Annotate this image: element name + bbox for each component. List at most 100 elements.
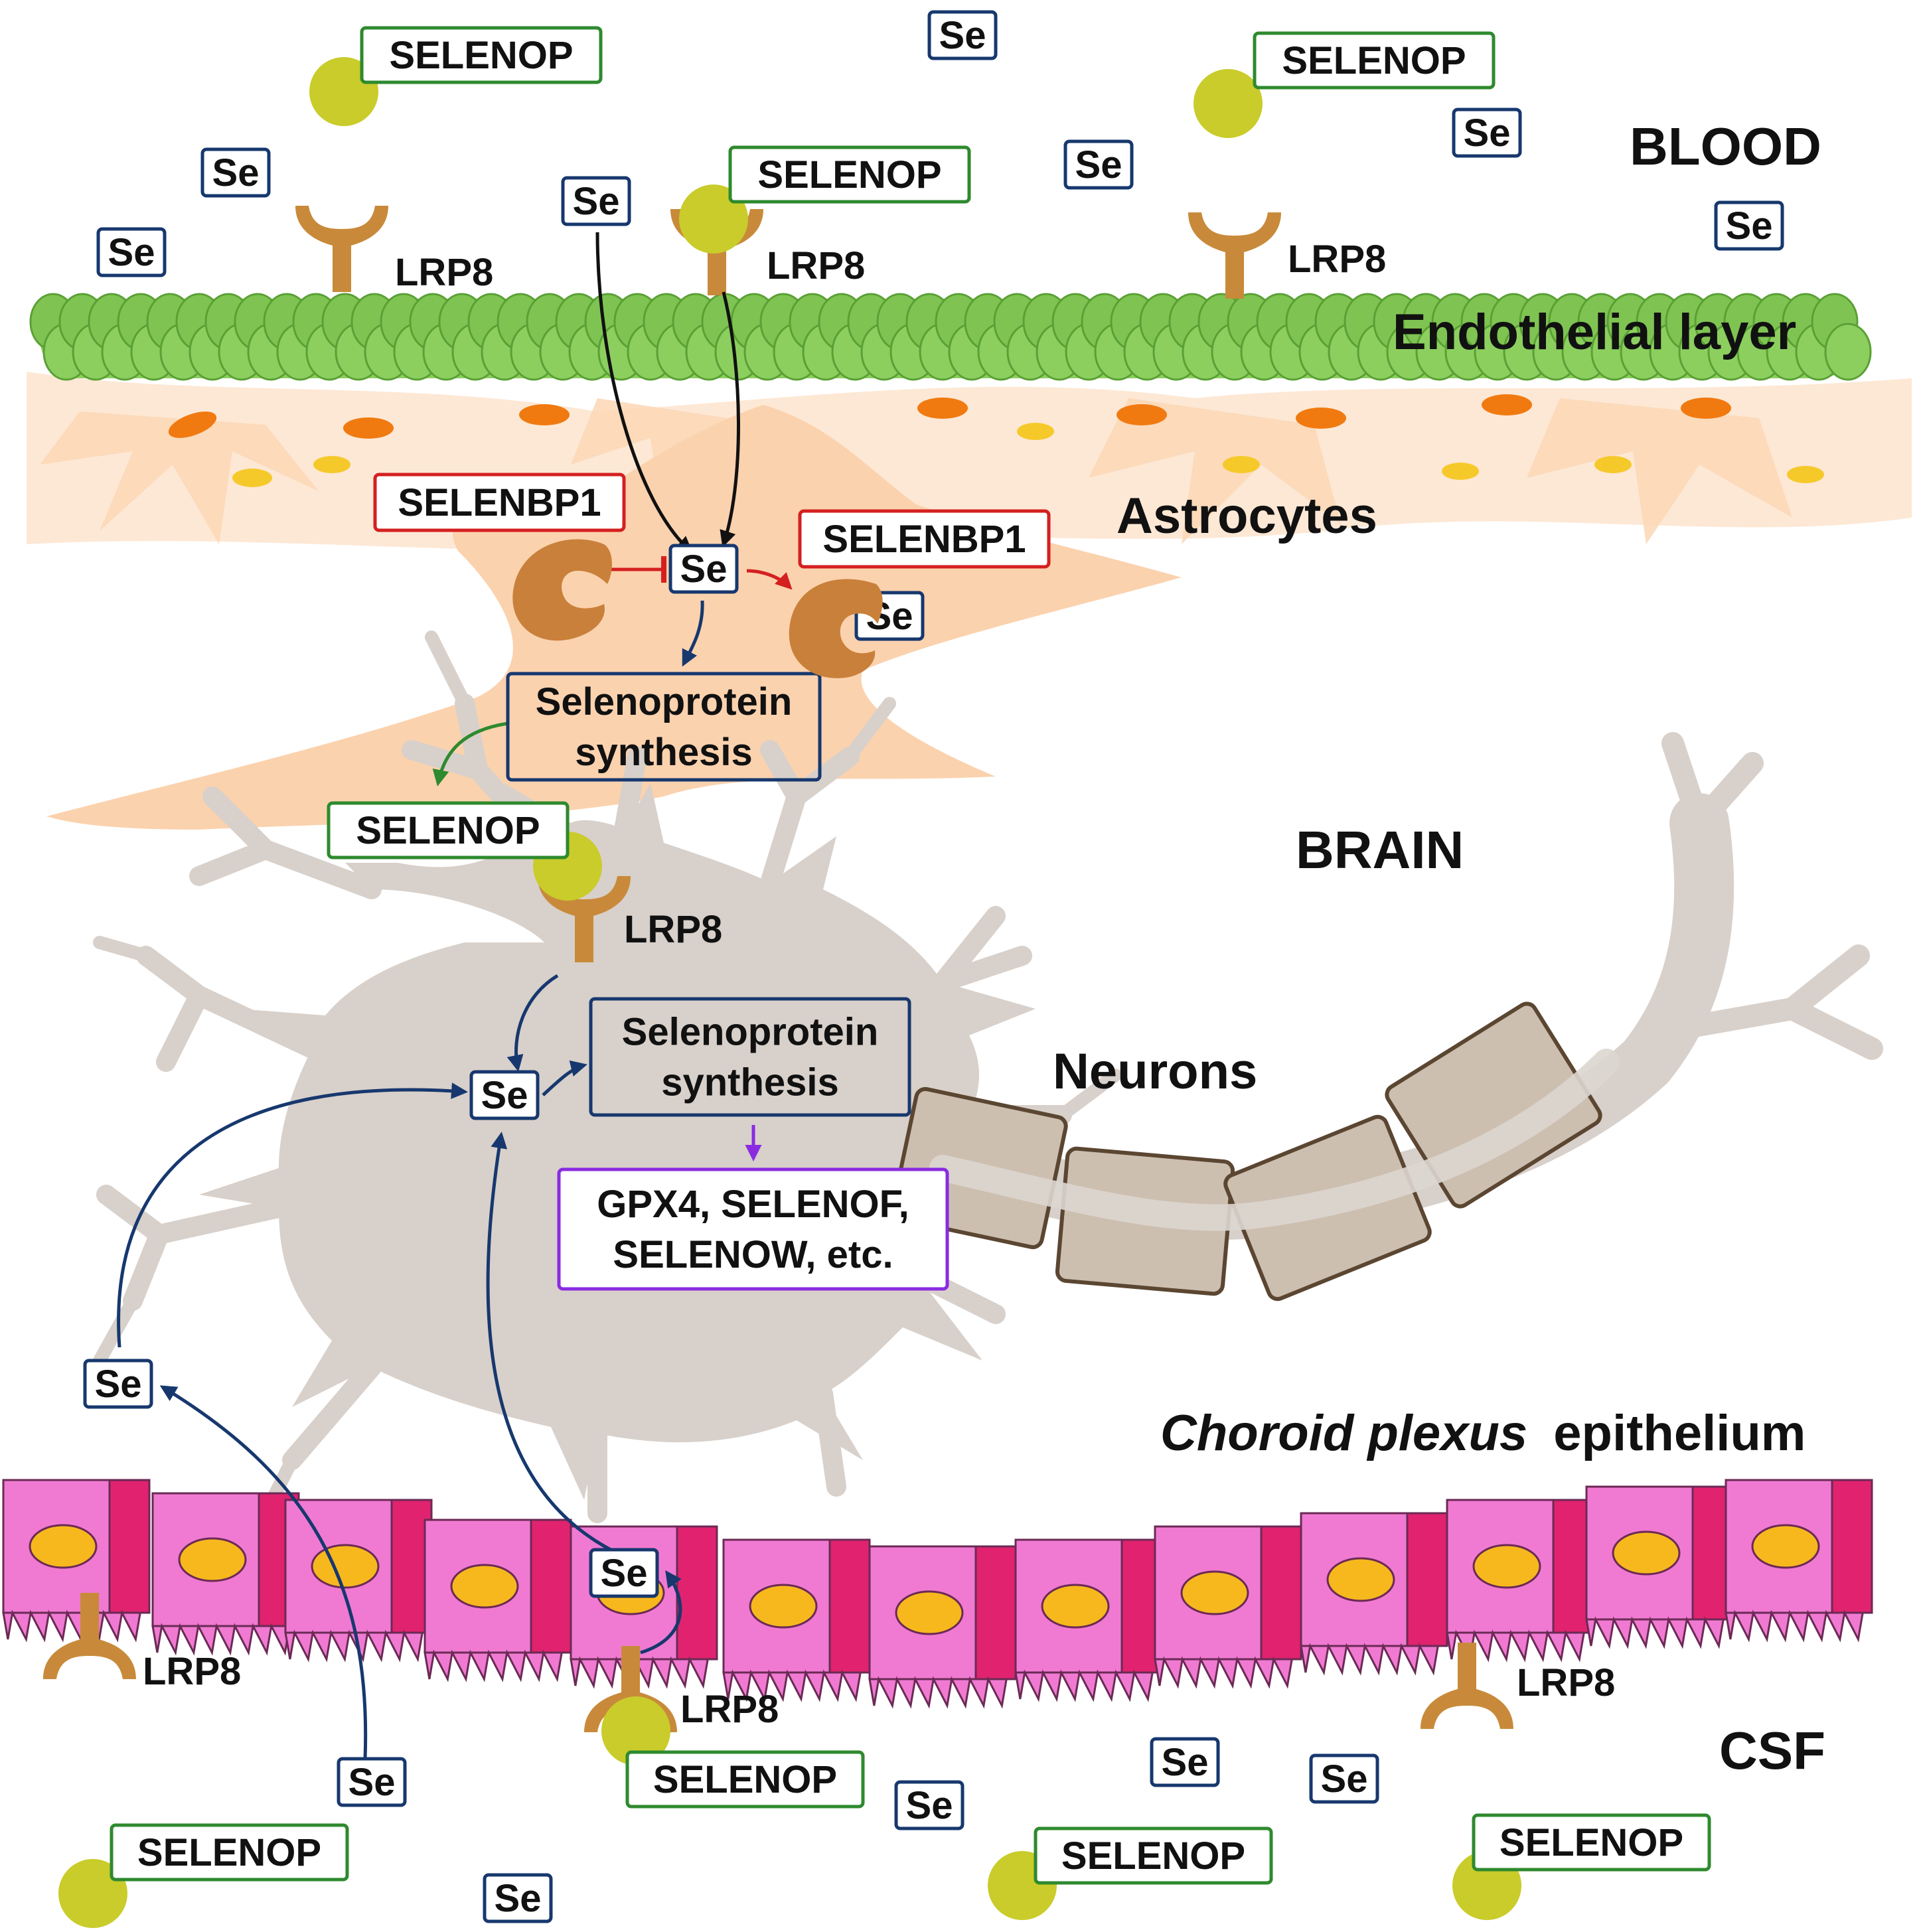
choroid-italic: Choroid plexus — [1160, 1405, 1527, 1461]
se-box: Se — [1309, 1753, 1379, 1804]
selenop-box-text: SELENOP — [653, 1758, 837, 1801]
lrp8-label: LRP8 — [680, 1688, 779, 1731]
synthesis-box-neuron-text: Selenoprotein — [622, 1011, 879, 1054]
se-box-text: Se — [1726, 204, 1773, 248]
se-box-text: Se — [906, 1784, 953, 1827]
csf-label: CSF — [1719, 1721, 1825, 1780]
se-box-text: Se — [1075, 143, 1122, 186]
choroid-cell — [1014, 1538, 1163, 1702]
selenbp1-protein-free — [512, 539, 612, 641]
selenbp1-proteins — [512, 539, 883, 678]
synthesis-box-astrocyte-text: Selenoprotein — [536, 680, 793, 723]
lrp8-label: LRP8 — [143, 1650, 241, 1693]
selenop-box: SELENOP — [327, 801, 570, 859]
choroid-cell — [1300, 1512, 1448, 1676]
brain-label: BRAIN — [1296, 820, 1464, 879]
lrp8-label: LRP8 — [1517, 1661, 1615, 1704]
selenbp1-box-text: SELENBP1 — [398, 481, 601, 524]
selenop-ball — [601, 1696, 670, 1765]
choroid-cell — [868, 1545, 1017, 1709]
selenop-box: SELENOP — [625, 1750, 865, 1809]
se-box-text: Se — [1321, 1757, 1368, 1801]
choroid-cell — [1725, 1479, 1873, 1643]
se-box: Se — [561, 176, 631, 226]
selenbp1-box-text: SELENBP1 — [822, 518, 1026, 561]
selenop-box: SELENOP — [1472, 1813, 1711, 1872]
choroid-cell — [151, 1492, 300, 1656]
lrp8-receptor — [295, 206, 388, 292]
se-box-text: Se — [680, 548, 728, 591]
lrp8-label: LRP8 — [395, 251, 493, 294]
lrp8-receptor — [1421, 1643, 1513, 1729]
arrow-synthesis-to-selenop — [432, 721, 508, 786]
arrow-se-to-selenbp1 — [746, 569, 793, 590]
lrp8-labels: LRP8 LRP8 LRP8 LRP8 LRP8 LRP8 LRP8 — [143, 238, 1615, 1731]
choroid-cell — [284, 1499, 433, 1663]
selenop-box: SELENOP — [1253, 31, 1496, 90]
choroid-nucleus — [749, 1584, 818, 1629]
se-box: Se — [200, 147, 271, 198]
se-box-text: Se — [348, 1761, 396, 1804]
choroid-cell — [2, 1479, 151, 1643]
arrow-se-to-synthesis-astro — [682, 600, 704, 667]
selenop-box-text: SELENOP — [1061, 1834, 1245, 1878]
choroid-nucleus — [1472, 1544, 1541, 1589]
selenop-box-text: SELENOP — [389, 34, 573, 77]
se-box: Se — [1452, 108, 1522, 158]
lrp8-receptor — [1188, 212, 1281, 299]
choroid-rest: epithelium — [1553, 1405, 1806, 1461]
lrp8-label: LRP8 — [767, 244, 865, 287]
transport-arrows — [117, 232, 793, 1759]
arrow-choroid-lrp8-to-se — [640, 1570, 682, 1655]
astrocytes-label: Astrocytes — [1116, 488, 1377, 544]
choroid-nucleus — [29, 1524, 98, 1569]
se-box: Se — [469, 1070, 540, 1120]
se-box: Se — [96, 227, 167, 277]
se-box-text: Se — [1464, 111, 1511, 155]
se-box: Se — [668, 544, 739, 594]
selenop-box-text: SELENOP — [1500, 1821, 1683, 1864]
arrow-blood-se-to-astrocyte — [595, 232, 693, 554]
choroid-nucleus — [1326, 1557, 1395, 1602]
se-box-text: Se — [495, 1877, 542, 1920]
arrow-se-to-synthesis-neuron — [542, 1060, 587, 1096]
se-box-text: Se — [1162, 1741, 1209, 1784]
blood-label: BLOOD — [1630, 117, 1821, 176]
choroid-nucleus — [450, 1564, 519, 1609]
choroid-nucleus — [1180, 1570, 1249, 1615]
se-box: Se — [589, 1548, 659, 1598]
se-box-text: Se — [573, 180, 620, 223]
se-box-text: Se — [212, 151, 260, 194]
gpx-box: GPX4, SELENOF,SELENOW, etc. — [557, 1167, 949, 1291]
selenop-box-text: SELENOP — [1282, 39, 1466, 82]
choroid-label: Choroid plexus epithelium — [1160, 1405, 1806, 1461]
se-box: Se — [337, 1757, 407, 1807]
se-box-text: Se — [601, 1552, 648, 1595]
arrow-left-se-to-neuron-se — [117, 1082, 468, 1348]
se-box-text: Se — [481, 1074, 528, 1117]
synthesis-box-neuron-text: synthesis — [661, 1061, 839, 1104]
arrow-neuron-lrp8-to-se — [506, 974, 559, 1072]
choroid-nucleus — [1612, 1530, 1681, 1576]
selenop-ball — [1194, 69, 1263, 138]
selenbp1-protein-bound — [789, 579, 883, 678]
choroid-nucleus — [311, 1544, 380, 1589]
arrow-csf-se-to-left-se — [159, 1385, 368, 1759]
synthesis-box-neuron: Selenoprotein synthesis — [589, 997, 911, 1117]
lrp8-label: LRP8 — [1288, 238, 1386, 281]
selenop-box-text: SELENOP — [757, 153, 941, 196]
gpx-box-text: GPX4, SELENOF, — [597, 1183, 909, 1226]
choroid-nucleus — [1751, 1524, 1820, 1569]
choroid-cell — [1154, 1525, 1302, 1689]
selenop-box: SELENOP — [110, 1823, 349, 1882]
se-box: Se — [1150, 1737, 1220, 1787]
selenop-box: SELENOP — [1034, 1826, 1273, 1885]
lrp8-receptor — [43, 1593, 136, 1679]
se-box: Se — [483, 1873, 553, 1923]
choroid-cell — [1446, 1499, 1594, 1663]
neuron — [93, 631, 1883, 1523]
se-box: Se — [927, 10, 998, 60]
selenop-box: SELENOP — [728, 145, 971, 204]
